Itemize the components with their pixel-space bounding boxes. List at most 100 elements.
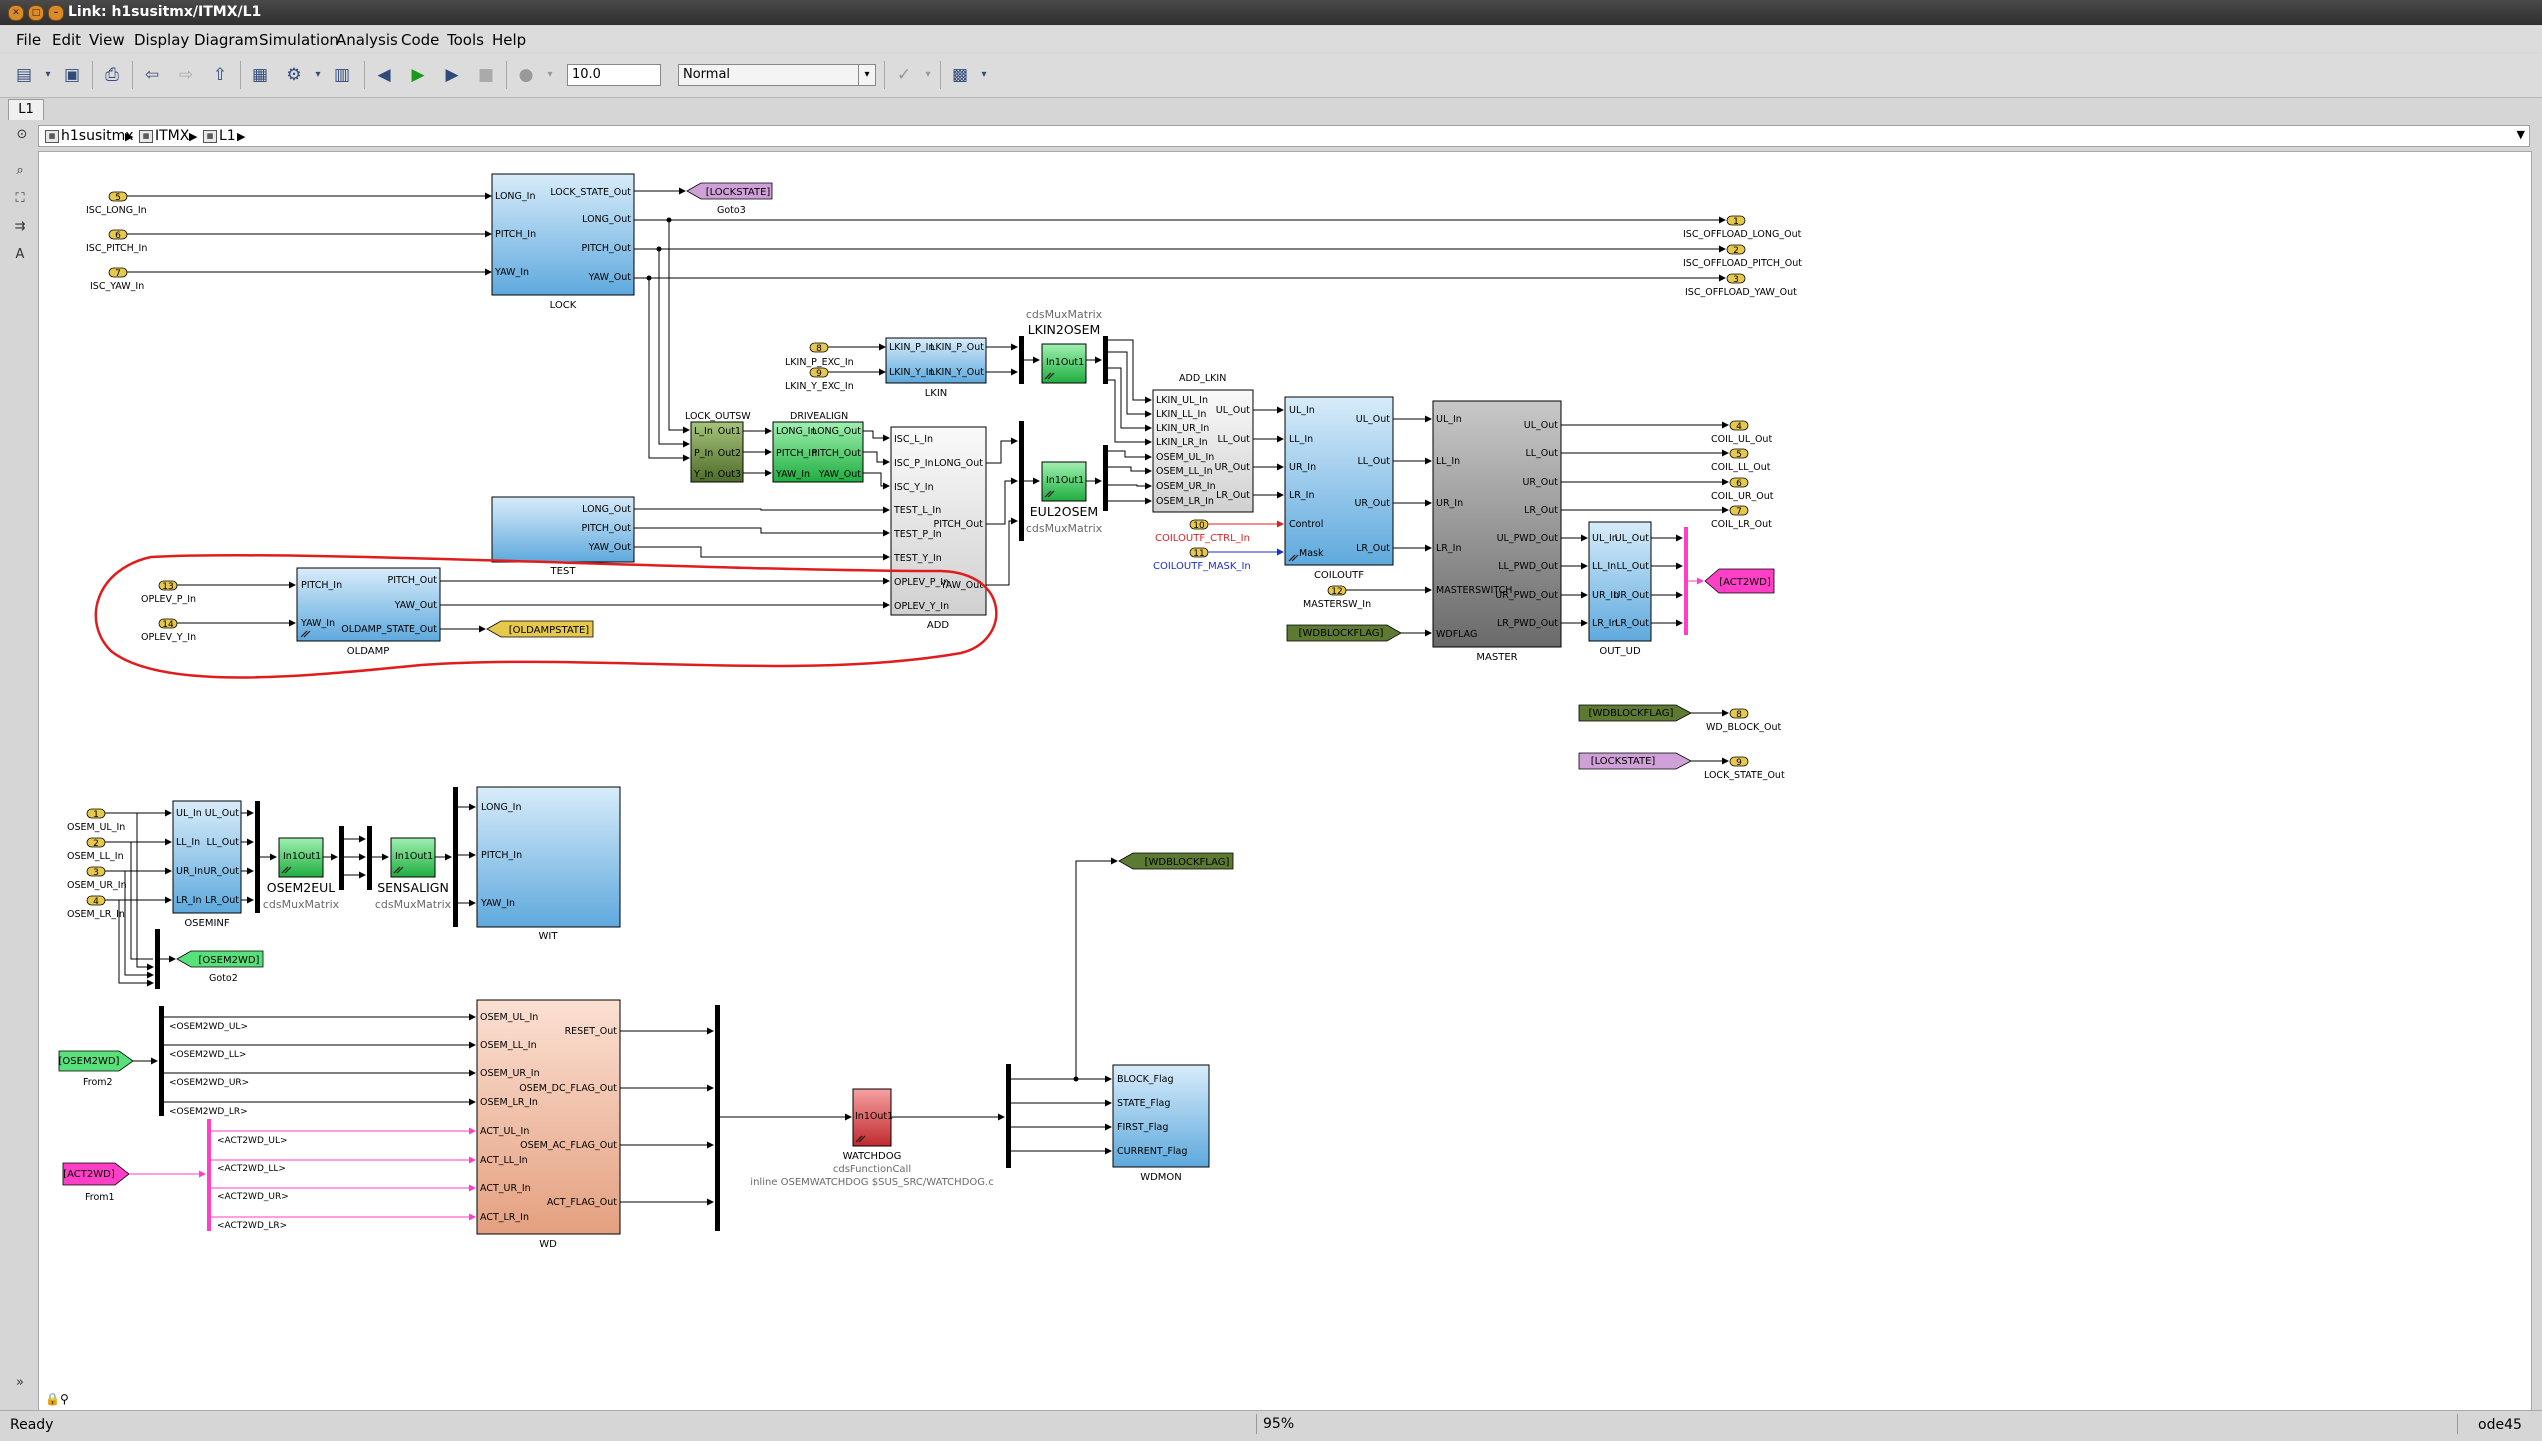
block-eul2osem[interactable]: In1Out1 EUL2OSEM cdsMuxMatrix bbox=[1026, 461, 1103, 535]
step-back-icon[interactable]: ◀ bbox=[377, 65, 391, 85]
block-add[interactable]: ISC_L_In ISC_P_In ISC_Y_In TEST_L_In TES… bbox=[890, 426, 987, 631]
outport-coil-ll[interactable]: 5 COIL_LL_Out bbox=[1711, 448, 1771, 473]
menu-view[interactable]: View bbox=[89, 31, 125, 49]
build-icon[interactable]: ▩ bbox=[951, 65, 969, 85]
library-browser-icon[interactable]: ▦ bbox=[251, 65, 269, 85]
svg-text:LL_Out: LL_Out bbox=[1525, 448, 1558, 459]
chevron-down-icon[interactable]: ▾ bbox=[858, 65, 875, 85]
inport-isc-pitch[interactable]: 6 ISC_PITCH_In bbox=[86, 229, 147, 254]
block-oldamp[interactable]: PITCH_In YAW_In PITCH_Out YAW_Out OLDAMP… bbox=[296, 567, 441, 657]
breadcrumb-item[interactable]: h1susitmx bbox=[61, 128, 134, 144]
outport-isc-offload-pitch[interactable]: 2 ISC_OFFLOAD_PITCH_Out bbox=[1683, 244, 1802, 269]
simulation-mode-select[interactable]: Normal ▾ bbox=[678, 64, 876, 86]
record-icon[interactable]: ● bbox=[518, 65, 534, 85]
new-dropdown-icon[interactable]: ▾ bbox=[45, 69, 51, 80]
goto-oldampstate[interactable]: [OLDAMPSTATE] bbox=[486, 620, 594, 638]
inport-osem-ul[interactable]: 1 OSEM_UL_In bbox=[67, 808, 125, 833]
from-lockstate[interactable]: [LOCKSTATE] bbox=[1578, 752, 1692, 770]
tab-l1[interactable]: L1 bbox=[8, 99, 44, 120]
menu-help[interactable]: Help bbox=[492, 31, 527, 49]
block-watchdog[interactable]: In1Out1 WATCHDOG cdsFunctionCall inline … bbox=[750, 1088, 994, 1188]
step-forward-icon[interactable]: ▶ bbox=[445, 65, 459, 85]
svg-text:YAW_In: YAW_In bbox=[300, 618, 335, 629]
annotation-icon[interactable]: A bbox=[15, 247, 25, 262]
outport-wd-block[interactable]: 8 WD_BLOCK_Out bbox=[1706, 708, 1782, 733]
from-osem2wd[interactable]: [OSEM2WD] From2 bbox=[59, 1050, 134, 1088]
inport-coiloutf-mask[interactable]: 11 COILOUTF_MASK_In bbox=[1153, 547, 1251, 572]
menu-tools[interactable]: Tools bbox=[447, 31, 484, 49]
block-oseminf[interactable]: UL_In LL_In UR_In LR_In UL_Out LL_Out UR… bbox=[172, 800, 242, 929]
block-lkin[interactable]: LKIN_P_In LKIN_Y_In LKIN_P_Out LKIN_Y_Ou… bbox=[885, 337, 987, 399]
window-minimize-icon[interactable]: – bbox=[48, 5, 64, 21]
new-model-icon[interactable]: ▤ bbox=[15, 65, 33, 85]
menu-code[interactable]: Code bbox=[401, 31, 440, 49]
print-icon[interactable]: ⎙ bbox=[105, 65, 119, 85]
inport-oplev-p[interactable]: 13 OPLEV_P_In bbox=[141, 580, 196, 605]
build-dropdown-icon[interactable]: ▾ bbox=[981, 69, 987, 80]
from-wdblockflag-out[interactable]: [WDBLOCKFLAG] bbox=[1578, 704, 1692, 722]
menu-display[interactable]: Display bbox=[134, 31, 190, 49]
goto-act2wd[interactable]: [ACT2WD] bbox=[1704, 568, 1775, 594]
expand-icon[interactable]: » bbox=[16, 1375, 24, 1390]
block-wit[interactable]: LONG_In PITCH_In YAW_In WIT bbox=[476, 786, 621, 942]
block-lock[interactable]: LONG_In PITCH_In YAW_In LOCK_STATE_Out L… bbox=[491, 173, 635, 311]
hide-browser-icon[interactable]: ⊙ bbox=[16, 127, 28, 142]
svg-text:[LOCKSTATE]: [LOCKSTATE] bbox=[706, 187, 771, 198]
menu-diagram[interactable]: Diagram bbox=[194, 31, 259, 49]
block-test[interactable]: LONG_Out PITCH_Out YAW_Out TEST bbox=[491, 496, 635, 577]
block-osem2eul[interactable]: In1Out1 OSEM2EUL cdsMuxMatrix bbox=[263, 837, 340, 911]
stop-time-input[interactable]: 10.0 bbox=[567, 64, 661, 86]
outport-coil-ur[interactable]: 6 COIL_UR_Out bbox=[1711, 477, 1774, 502]
inport-oplev-y[interactable]: 14 OPLEV_Y_In bbox=[141, 618, 196, 643]
outport-coil-lr[interactable]: 7 COIL_LR_Out bbox=[1711, 505, 1772, 530]
outport-lock-state[interactable]: 9 LOCK_STATE_Out bbox=[1704, 756, 1785, 781]
up-arrow-icon[interactable]: ⇧ bbox=[212, 65, 228, 85]
window-close-icon[interactable]: ✕ bbox=[8, 5, 24, 21]
block-master[interactable]: UL_In LL_In UR_In LR_In MASTERSWITCH WDF… bbox=[1432, 400, 1562, 663]
chevron-down-icon[interactable]: ▼ bbox=[2516, 128, 2525, 141]
model-config-icon[interactable]: ⚙ bbox=[286, 65, 302, 85]
inport-isc-yaw[interactable]: 7 ISC_YAW_In bbox=[90, 267, 144, 292]
zoom-icon[interactable]: ⌕ bbox=[16, 163, 24, 178]
add-to-mux bbox=[986, 437, 1018, 586]
forward-arrow-icon[interactable]: ⇨ bbox=[178, 65, 194, 85]
menu-simulation[interactable]: Simulation bbox=[259, 31, 339, 49]
goto-wdblockflag[interactable]: [WDBLOCKFLAG] bbox=[1118, 852, 1234, 870]
outport-coil-ul[interactable]: 4 COIL_UL_Out bbox=[1711, 420, 1772, 445]
svg-text:ACT_FLAG_Out: ACT_FLAG_Out bbox=[547, 1197, 617, 1208]
block-wd[interactable]: OSEM_UL_In OSEM_LL_In OSEM_UR_In OSEM_LR… bbox=[476, 999, 621, 1250]
check-icon[interactable]: ✓ bbox=[896, 65, 912, 85]
outport-isc-offload-long[interactable]: 1 ISC_OFFLOAD_LONG_Out bbox=[1683, 215, 1802, 240]
from-act2wd[interactable]: [ACT2WD] From1 bbox=[62, 1162, 130, 1203]
menu-file[interactable]: File bbox=[16, 31, 42, 49]
outport-isc-offload-yaw[interactable]: 3 ISC_OFFLOAD_YAW_Out bbox=[1685, 273, 1797, 298]
menu-edit[interactable]: Edit bbox=[52, 31, 82, 49]
block-drivealign[interactable]: DRIVEALIGN LONG_In PITCH_In YAW_In LONG_… bbox=[772, 411, 864, 483]
model-explorer-icon[interactable]: ▥ bbox=[333, 65, 351, 85]
menu-analysis[interactable]: Analysis bbox=[336, 31, 398, 49]
block-sensalign[interactable]: In1Out1 SENSALIGN cdsMuxMatrix bbox=[375, 837, 452, 911]
solver-name: ode45 bbox=[2478, 1417, 2522, 1433]
from-wdblockflag-master[interactable]: [WDBLOCKFLAG] bbox=[1286, 624, 1402, 642]
stop-icon[interactable]: ■ bbox=[477, 65, 495, 85]
block-out-ud[interactable]: UL_In LL_In UR_In LR_In UL_Out LL_Out UR… bbox=[1588, 521, 1652, 657]
goto-lockstate[interactable]: [LOCKSTATE] Goto3 bbox=[686, 182, 773, 216]
check-dropdown-icon[interactable]: ▾ bbox=[925, 69, 931, 80]
block-lock-outsw[interactable]: LOCK_OUTSW L_In P_In Y_In Out1 Out2 Out3 bbox=[685, 411, 751, 483]
breadcrumb-item[interactable]: ITMX bbox=[155, 128, 190, 144]
back-arrow-icon[interactable]: ⇦ bbox=[144, 65, 160, 85]
config-dropdown-icon[interactable]: ▾ bbox=[315, 69, 321, 80]
goto-osem2wd[interactable]: [OSEM2WD] Goto2 bbox=[176, 950, 264, 984]
arrow-route-icon[interactable]: ⇉ bbox=[14, 219, 26, 234]
block-lkin2osem[interactable]: cdsMuxMatrix LKIN2OSEM In1Out1 bbox=[1026, 308, 1103, 384]
run-icon[interactable]: ▶ bbox=[411, 65, 425, 85]
block-wdmon[interactable]: BLOCK_Flag STATE_Flag FIRST_Flag CURRENT… bbox=[1112, 1064, 1210, 1183]
window-maximize-icon[interactable]: □ bbox=[28, 5, 44, 21]
fit-to-view-icon[interactable]: ⛶ bbox=[15, 191, 25, 206]
diagram-canvas[interactable]: 5 ISC_LONG_In 6 ISC_PITCH_In 7 ISC_YAW_I… bbox=[38, 151, 2532, 1411]
block-coiloutf[interactable]: UL_In LL_In UR_In LR_In Control Mask UL_… bbox=[1284, 396, 1394, 581]
save-icon[interactable]: ▣ bbox=[63, 65, 81, 85]
breadcrumb-item[interactable]: L1 bbox=[219, 128, 236, 144]
block-add-lkin[interactable]: ADD_LKIN LKIN_UL_In LKIN_LL_In LKIN_UR_I… bbox=[1152, 373, 1254, 513]
record-dropdown-icon[interactable]: ▾ bbox=[547, 69, 553, 80]
